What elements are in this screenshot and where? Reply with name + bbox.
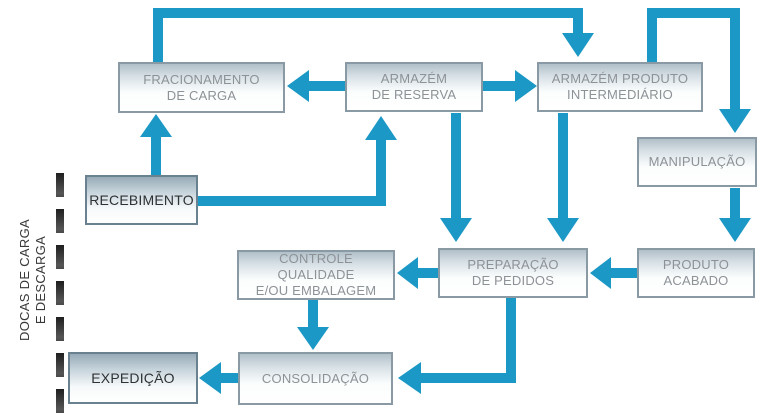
arrow-manipulacao-to-produto-acabado bbox=[719, 188, 751, 242]
arrow-consolidacao-to-expedicao bbox=[199, 362, 238, 394]
arrow-reserva-to-armazem-produto bbox=[483, 70, 537, 102]
arrow-recebimento-to-reserva bbox=[198, 116, 397, 206]
arrow-armazem-produto-to-preparacao bbox=[547, 113, 579, 242]
arrow-armazem-produto-to-manipulacao bbox=[647, 8, 751, 133]
dock-dashed-line bbox=[56, 173, 64, 415]
arrow-controle-to-consolidacao bbox=[297, 300, 329, 350]
arrow-preparacao-to-consolidacao bbox=[398, 298, 516, 394]
node-expedicao: EXPEDIÇÃO bbox=[68, 352, 198, 404]
node-armazem-de-reserva: ARMAZÉM DE RESERVA bbox=[345, 62, 483, 112]
arrow-preparacao-to-controle bbox=[397, 257, 438, 289]
node-armazem-produto-intermediario: ARMAZÉM PRODUTO INTERMEDIÁRIO bbox=[537, 62, 703, 112]
arrow-reserva-to-preparacao bbox=[440, 113, 472, 242]
node-manipulacao: MANIPULAÇÃO bbox=[637, 137, 757, 187]
node-recebimento: RECEBIMENTO bbox=[85, 175, 198, 225]
node-preparacao-de-pedidos: PREPARAÇÃO DE PEDIDOS bbox=[438, 248, 588, 298]
node-produto-acabado: PRODUTO ACABADO bbox=[637, 248, 755, 298]
arrow-reserva-to-fracionamento bbox=[287, 70, 345, 102]
node-controle-qualidade-embalagem: CONTROLE QUALIDADE E/OU EMBALAGEM bbox=[237, 250, 395, 300]
dock-area-label: DOCAS DE CARGA E DESCARGA bbox=[17, 219, 48, 341]
node-consolidacao: CONSOLIDAÇÃO bbox=[238, 352, 393, 405]
arrow-fracionamento-to-armazem-produto bbox=[153, 8, 594, 64]
node-fracionamento-de-carga: FRACIONAMENTO DE CARGA bbox=[118, 62, 285, 113]
arrow-produto-acabado-to-preparacao bbox=[590, 257, 637, 289]
arrow-recebimento-to-fracionamento bbox=[140, 114, 172, 175]
